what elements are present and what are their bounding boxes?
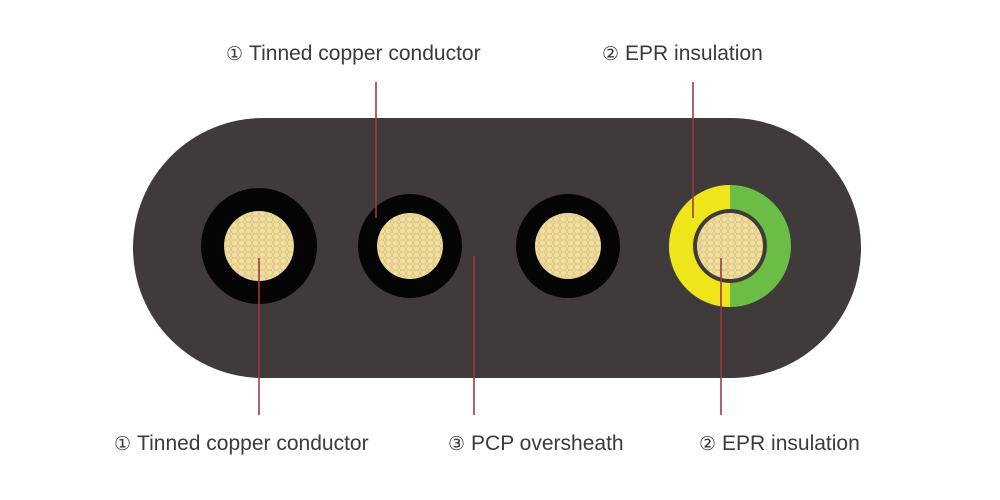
core-2-conductor [377, 213, 443, 279]
callout-number: ③ [448, 433, 466, 455]
earth-core [669, 185, 791, 307]
label-text: PCP oversheath [471, 432, 624, 455]
pcp-oversheath [133, 118, 861, 378]
earth-conductor [697, 213, 763, 279]
callout-number: ② [602, 43, 620, 65]
core-3-conductor [535, 213, 601, 279]
callout-number: ① [114, 433, 132, 455]
core-2 [358, 194, 462, 298]
label-text: Tinned copper conductor [137, 432, 369, 455]
callout-number: ② [699, 433, 717, 455]
core-1 [201, 188, 317, 304]
label-text: Tinned copper conductor [249, 42, 481, 65]
core-3 [516, 194, 620, 298]
label-text: EPR insulation [625, 42, 763, 65]
callout-number: ① [226, 43, 244, 65]
core-1-conductor [224, 211, 294, 281]
label-text: EPR insulation [722, 432, 860, 455]
